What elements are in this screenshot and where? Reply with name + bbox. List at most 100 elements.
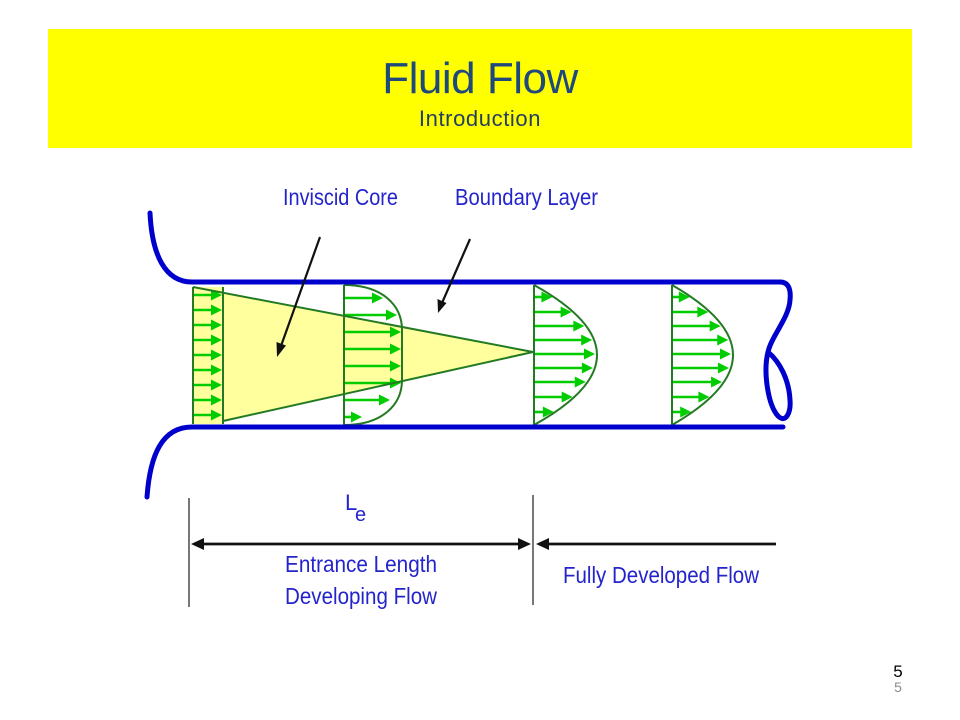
boundary-layer-pointer-line: [440, 238, 472, 304]
velocity-arrowhead-icon: [581, 334, 593, 346]
velocity-arrow: [673, 376, 723, 388]
fully-developed-dimension: [536, 538, 776, 550]
velocity-arrowhead-icon: [379, 394, 390, 406]
uniform-velocity-profile: [194, 289, 222, 421]
velocity-arrowhead-icon: [211, 379, 222, 391]
velocity-arrowhead-icon: [211, 409, 222, 421]
velocity-arrowhead-icon: [541, 291, 553, 303]
developing-flow-label: Developing Flow: [285, 583, 437, 609]
velocity-arrowhead-icon: [719, 348, 731, 360]
velocity-arrowhead-icon: [583, 348, 595, 360]
velocity-arrowhead-icon: [680, 406, 692, 418]
velocity-arrow: [194, 304, 222, 316]
velocity-arrow: [535, 334, 593, 346]
inviscid-core-label: Inviscid Core: [283, 184, 398, 210]
velocity-arrowhead-icon: [351, 411, 362, 423]
entrance-length-label: Entrance Length: [285, 551, 437, 577]
pipe-break-symbol: [763, 279, 793, 422]
velocity-arrow: [673, 348, 731, 360]
pipe-wall-top: [147, 210, 783, 285]
entrance-length-symbol: L: [345, 490, 357, 515]
velocity-arrowhead-icon: [211, 349, 222, 361]
velocity-arrow: [673, 291, 690, 303]
footer-page-number: 5: [894, 679, 902, 695]
velocity-arrow: [345, 411, 362, 423]
velocity-arrow: [194, 394, 222, 406]
developed-profile-2-curve: [671, 284, 734, 426]
developing-profile-curve: [343, 284, 403, 426]
velocity-arrow: [535, 291, 553, 303]
velocity-arrow: [194, 334, 222, 346]
velocity-arrowhead-icon: [390, 343, 401, 355]
title-banner: [48, 29, 912, 148]
developed-profile-1-curve: [533, 284, 598, 426]
velocity-arrowhead-icon: [560, 306, 572, 318]
entrance-length-dimension: [191, 538, 531, 550]
velocity-arrow: [194, 364, 222, 376]
velocity-arrow: [535, 362, 593, 374]
developed-2-velocity-profile: [673, 291, 731, 418]
velocity-arrow: [673, 306, 709, 318]
inviscid-core-pointer-arrowhead-icon: [276, 342, 286, 357]
velocity-arrow: [194, 379, 222, 391]
arrowhead-right-icon: [518, 538, 531, 550]
velocity-arrowhead-icon: [698, 391, 710, 403]
velocity-arrow: [345, 343, 401, 355]
velocity-arrowhead-icon: [711, 376, 723, 388]
velocity-arrowhead-icon: [709, 320, 721, 332]
velocity-arrowhead-icon: [211, 334, 222, 346]
velocity-arrowhead-icon: [573, 320, 585, 332]
arrowhead-left-icon: [536, 538, 549, 550]
velocity-arrow: [535, 391, 573, 403]
velocity-arrow: [345, 360, 401, 372]
boundary-layer-edge-top: [192, 286, 534, 353]
pipe-wall-bottom: [144, 424, 786, 500]
velocity-arrow: [535, 306, 572, 318]
arrowhead-left-icon: [191, 538, 204, 550]
velocity-arrowhead-icon: [390, 326, 401, 338]
velocity-arrowhead-icon: [211, 289, 222, 301]
velocity-arrow: [345, 394, 390, 406]
velocity-arrow: [535, 376, 586, 388]
velocity-arrow: [194, 409, 222, 421]
inviscid-core-region: [223, 293, 533, 421]
velocity-arrowhead-icon: [211, 319, 222, 331]
entrance-length-subscript: e: [355, 504, 366, 526]
velocity-arrowhead-icon: [717, 362, 729, 374]
velocity-arrowhead-icon: [581, 362, 593, 374]
inviscid-core-pointer-line: [279, 236, 322, 347]
velocity-arrow: [535, 320, 585, 332]
page-number: 5: [893, 662, 902, 681]
velocity-arrow: [345, 292, 383, 304]
velocity-arrow: [345, 309, 397, 321]
slide-subtitle: Introduction: [419, 106, 541, 131]
developed-1-velocity-profile: [535, 291, 595, 418]
inviscid-core-pointer: [276, 236, 322, 357]
velocity-arrowhead-icon: [211, 394, 222, 406]
developing-velocity-profile: [345, 292, 401, 423]
velocity-arrow: [673, 391, 710, 403]
slide-title: Fluid Flow: [382, 54, 578, 103]
velocity-arrowhead-icon: [211, 364, 222, 376]
boundary-layer-edge-bottom: [222, 351, 534, 422]
velocity-arrowhead-icon: [561, 391, 573, 403]
velocity-arrowhead-icon: [678, 291, 690, 303]
velocity-arrowhead-icon: [574, 376, 586, 388]
fully-developed-flow-label: Fully Developed Flow: [563, 562, 759, 588]
boundary-layer-pointer: [437, 238, 472, 313]
velocity-arrow: [194, 289, 222, 301]
velocity-arrow: [535, 406, 554, 418]
velocity-arrow: [345, 326, 401, 338]
boundary-layer-pointer-arrowhead-icon: [437, 299, 447, 313]
velocity-arrowhead-icon: [386, 309, 397, 321]
velocity-arrowhead-icon: [390, 360, 401, 372]
velocity-arrowhead-icon: [372, 292, 383, 304]
velocity-arrowhead-icon: [697, 306, 709, 318]
velocity-arrow: [673, 362, 729, 374]
velocity-arrow: [673, 406, 692, 418]
velocity-arrow: [194, 349, 222, 361]
velocity-arrow: [673, 334, 729, 346]
velocity-arrowhead-icon: [542, 406, 554, 418]
boundary-layer-label: Boundary Layer: [455, 184, 598, 210]
